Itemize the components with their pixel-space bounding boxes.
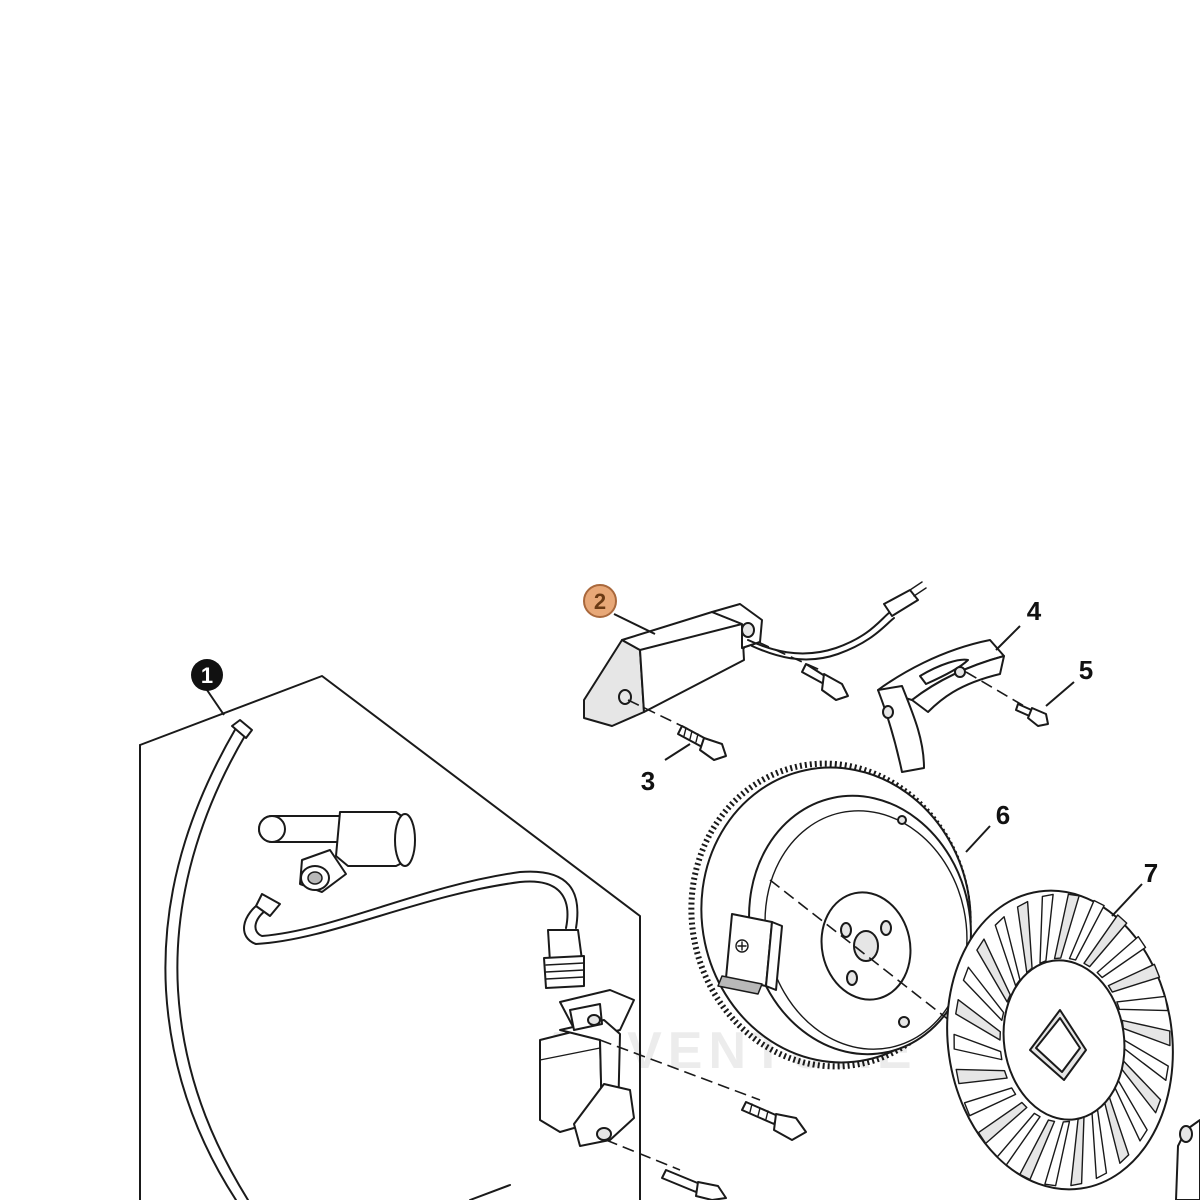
fan-blade: [977, 1101, 1028, 1145]
fan-blade: [963, 1087, 1017, 1117]
callout-5[interactable]: 5: [1079, 655, 1093, 685]
leader-6: [965, 825, 991, 853]
callout-4[interactable]: 4: [1027, 596, 1042, 626]
callout-6[interactable]: 6: [996, 800, 1010, 830]
fan-blade: [1107, 963, 1161, 993]
fan-blade: [996, 1112, 1041, 1166]
callout-1-badge-icon: [191, 659, 223, 691]
fan-blade: [1044, 1120, 1071, 1187]
callout-3[interactable]: 3: [641, 766, 655, 796]
leader-2: [613, 613, 656, 635]
part-6-flywheel[interactable]: [663, 738, 997, 1093]
fan-blade: [1083, 914, 1128, 968]
fan-blade: [955, 1068, 1008, 1085]
starter-cup: [1175, 1119, 1200, 1200]
part-3-screw[interactable]: [627, 699, 727, 761]
callout-2-number: 2: [594, 589, 606, 614]
fan-blade: [953, 1033, 1003, 1061]
leader-3: [664, 743, 691, 761]
callout-7[interactable]: 7: [1144, 858, 1158, 888]
callout-1-number: 1: [201, 663, 213, 688]
fan-blade: [1096, 935, 1147, 979]
part-4-bracket[interactable]: [877, 639, 1005, 773]
coil-connector: [543, 929, 585, 989]
fan-blade: [962, 966, 1005, 1022]
fan-blade: [1039, 893, 1054, 965]
leader-1: [206, 689, 225, 716]
callout-2[interactable]: 2: [583, 584, 617, 618]
module-screw-upper[interactable]: [757, 641, 849, 701]
fan-blade: [1019, 1119, 1056, 1181]
callout-2-badge-icon: [583, 584, 617, 618]
coil-mounting-screw-upper[interactable]: [599, 1039, 807, 1141]
leader-5: [1045, 681, 1075, 707]
ignition-module[interactable]: [583, 581, 927, 727]
part-group-1-outline: [139, 675, 641, 1200]
part-5-screw[interactable]: [965, 671, 1049, 727]
fan-blade: [976, 938, 1011, 1003]
fan-blade: [1068, 899, 1105, 961]
fan-blade: [1053, 893, 1080, 960]
fan-blade: [955, 998, 1002, 1041]
spark-plug-boot[interactable]: [258, 811, 416, 893]
leader-7: [1111, 883, 1143, 917]
callout-1[interactable]: 1: [191, 659, 223, 691]
spark-plug-cable: [164, 719, 253, 1200]
ignition-coil[interactable]: [539, 989, 635, 1147]
coil-mounting-screw-lower[interactable]: [605, 1139, 727, 1200]
fan-blade: [1116, 995, 1169, 1012]
part-7-cooling-fan[interactable]: [928, 876, 1192, 1200]
leader-4: [995, 625, 1021, 651]
coil-lead-wire: [243, 870, 579, 945]
